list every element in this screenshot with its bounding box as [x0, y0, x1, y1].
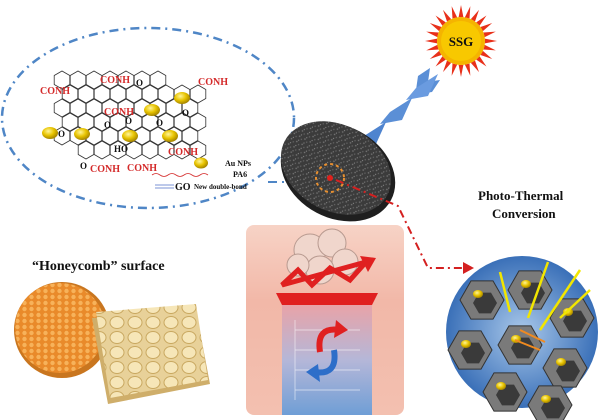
oxygen-labels: O O O O O O O HO	[58, 78, 189, 171]
oxygen-label: O	[136, 78, 143, 88]
sun-ray	[426, 44, 439, 51]
pa6-legend-label: PA6	[233, 170, 247, 179]
honeycomb-zoom-circle	[446, 256, 598, 420]
conh-label: CONH	[198, 77, 228, 88]
pa6-legend-swatch	[151, 173, 209, 177]
sun-label: SSG	[449, 34, 474, 49]
conh-label: CONH	[168, 147, 198, 158]
au-nanoparticle	[122, 130, 138, 142]
sun-ray	[476, 56, 487, 67]
graphene-ring	[181, 126, 199, 146]
au-nanoparticle	[461, 340, 471, 348]
sun-ray	[470, 9, 479, 22]
oxygen-label: O	[182, 108, 189, 118]
conh-label: CONH	[104, 107, 134, 118]
graphene-ring	[189, 112, 207, 132]
sun-ray	[458, 64, 464, 77]
light-rays	[498, 261, 591, 331]
conversion-label-line1: Photo-Thermal	[478, 188, 564, 203]
conh-label: CONH	[40, 86, 70, 97]
oxygen-label: O	[80, 161, 87, 171]
au-nanoparticle	[556, 358, 566, 366]
graphene-ring	[141, 140, 159, 160]
conversion-arrow	[335, 179, 474, 274]
graphene-ring	[93, 140, 111, 160]
sun-ray	[483, 31, 496, 38]
oxygen-label: O	[58, 129, 65, 139]
sun-ray	[451, 6, 458, 19]
au-nanoparticle	[42, 127, 58, 139]
hexagon-cells	[447, 270, 595, 420]
oxygen-label: O	[156, 118, 163, 128]
sun-ray	[483, 44, 496, 51]
sun-ray	[476, 15, 487, 26]
heat-spot-icon	[315, 163, 345, 193]
graphene-ring	[189, 84, 207, 104]
evaporation-container	[246, 225, 404, 415]
evaporator-layer	[276, 293, 378, 305]
au-nanoparticle	[74, 128, 90, 140]
sun-ray	[443, 9, 452, 22]
legend: Au NPs PA6 GO New double-bond	[151, 157, 251, 193]
au-nanoparticle	[174, 92, 190, 104]
graphene-ring	[125, 140, 143, 160]
conversion-label-line2: Conversion	[492, 206, 556, 221]
sun-ray	[425, 38, 438, 44]
sun-ray	[470, 60, 479, 73]
sun-ray	[435, 15, 446, 26]
sun-ray	[484, 38, 497, 44]
au-nanoparticle	[496, 382, 506, 390]
honeycomb-samples	[14, 282, 210, 404]
oxygen-label: O	[104, 120, 111, 130]
go-legend-label: GO	[175, 182, 191, 193]
bond-legend-label: New double-bond	[194, 183, 247, 191]
conh-groups: CONH CONH CONH CONH CONH CONH CONH	[40, 75, 228, 175]
sun-ray	[435, 56, 446, 67]
sun-ray	[443, 60, 452, 73]
graphene-ring	[149, 70, 167, 90]
conh-label: CONH	[100, 75, 130, 86]
au-nanoparticle	[521, 280, 531, 288]
sun-ray	[480, 23, 493, 32]
molecular-structure-callout: CONH CONH CONH CONH CONH CONH CONH O O O…	[0, 26, 296, 210]
graphene-ring	[77, 140, 95, 160]
au-nanoparticle	[473, 290, 483, 298]
sun-ray	[429, 50, 442, 59]
au-legend-label: Au NPs	[225, 159, 251, 168]
sun-ray	[464, 6, 471, 19]
sun-ray	[458, 5, 464, 18]
conh-label: CONH	[127, 163, 157, 174]
au-nanoparticles	[42, 92, 190, 142]
au-legend-swatch	[194, 157, 208, 169]
water-column	[282, 305, 372, 415]
sun-ray	[426, 31, 439, 38]
honeycomb-label: “Honeycomb” surface	[32, 259, 165, 274]
oxygen-label: O	[125, 116, 132, 126]
au-nanoparticle	[162, 130, 178, 142]
hydroxyl-label: HO	[114, 144, 128, 154]
sun-icon: SSG	[425, 5, 497, 77]
au-nanoparticle	[541, 395, 551, 403]
photothermal-membrane-disc	[280, 121, 396, 222]
sun-ray	[451, 63, 458, 76]
sun-ray	[464, 63, 471, 76]
sun-ray	[480, 50, 493, 59]
conh-label: CONH	[90, 164, 120, 175]
au-nanoparticle	[144, 104, 160, 116]
sun-ray	[429, 23, 442, 32]
